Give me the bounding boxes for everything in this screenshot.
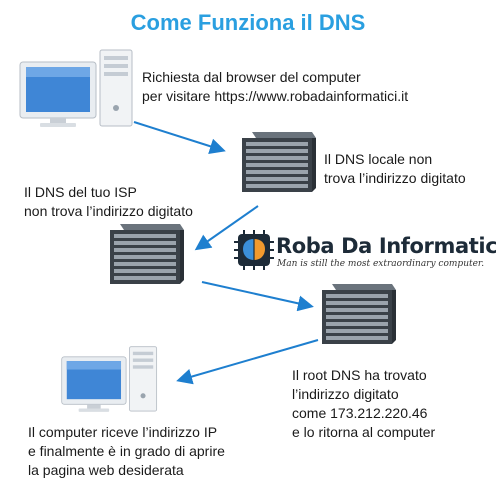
arrow-1: [133, 121, 226, 154]
brand-tagline: Man is still the most extraordinary comp…: [277, 259, 485, 269]
step-5-text: Il computer riceve l’indirizzo IP e fina…: [28, 424, 225, 478]
step-1-text: Richiesta dal browser del computer per v…: [142, 69, 409, 104]
arrow-4: [176, 339, 319, 385]
diagram-title: Come Funziona il DNS: [130, 10, 366, 35]
server-icon: [242, 132, 316, 192]
server-icon: [322, 284, 396, 344]
step-2-text: Il DNS locale non trova l’indirizzo digi…: [324, 151, 466, 186]
server-icon: [110, 224, 184, 284]
brand-logo: Roba Da Informatici Man is still the mos…: [234, 230, 496, 276]
computer-icon: [61, 346, 158, 412]
arrow-2: [194, 205, 259, 251]
step-3-text: Il DNS del tuo ISP non trova l’indirizzo…: [24, 184, 193, 219]
computer-icon: [19, 49, 133, 127]
step-4-text: Il root DNS ha trovato l’indirizzo digit…: [292, 367, 436, 440]
brain-chip-logo: [234, 230, 274, 270]
brand-name: Roba Da Informatici: [276, 234, 496, 258]
arrow-3: [201, 281, 314, 312]
